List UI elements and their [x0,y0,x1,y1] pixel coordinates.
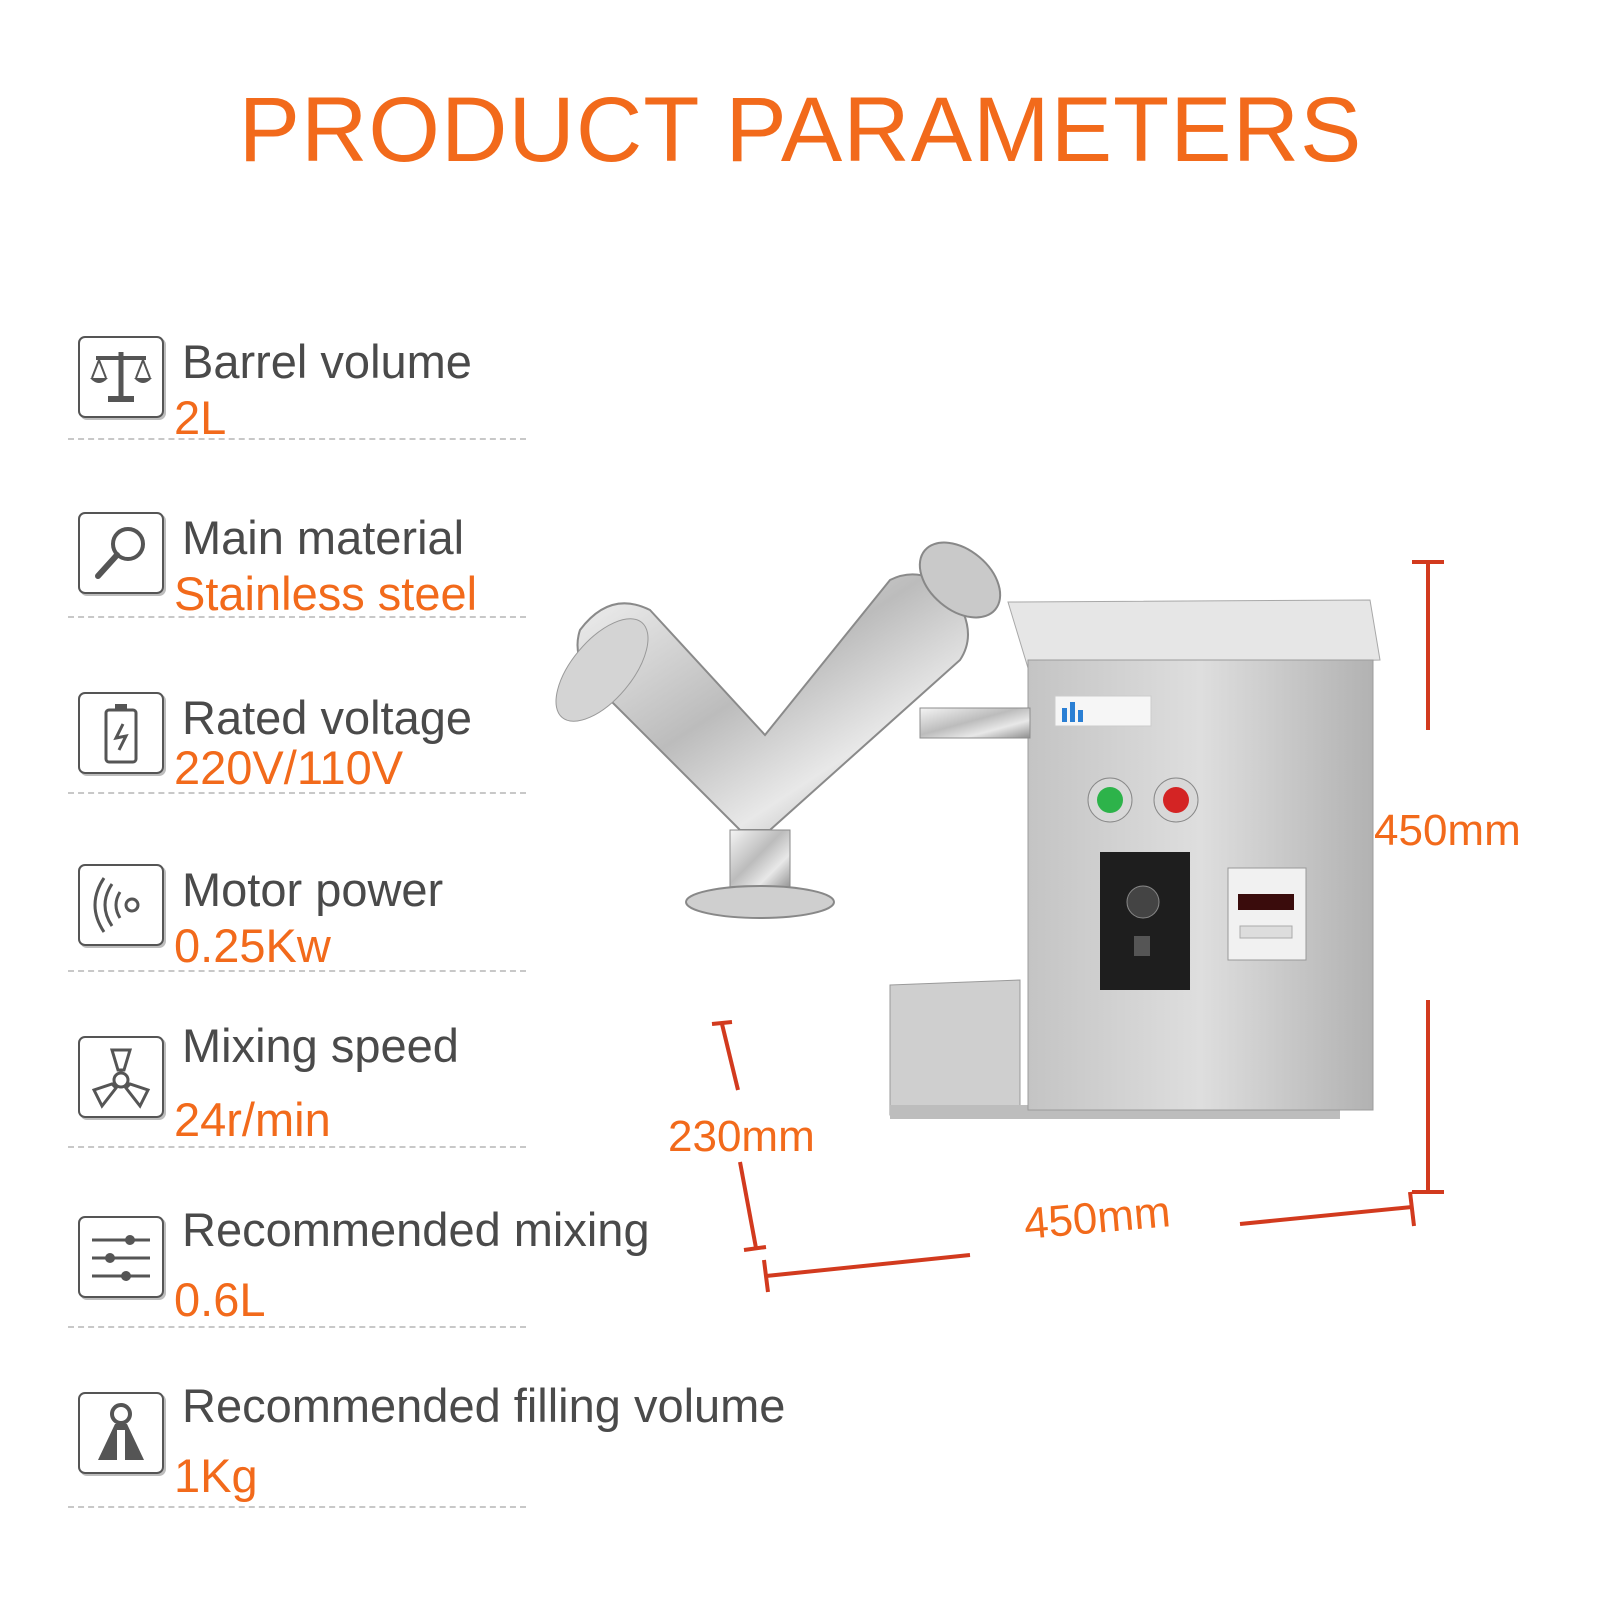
param-rated-voltage: Rated voltage 220V/110V [64,690,534,800]
param-label: Barrel volume [182,335,472,388]
divider [68,1326,526,1328]
divider [68,1506,526,1508]
param-value: 24r/min [174,1093,331,1146]
divider [68,970,526,972]
param-recommended-mixing: Recommended mixing 0.6L [64,1202,650,1334]
divider [68,792,526,794]
param-motor-power: Motor power 0.25Kw [64,862,534,974]
param-value: 0.6L [174,1273,266,1326]
magnifier-icon [78,512,164,594]
param-label: Motor power [182,863,444,916]
divider [68,616,526,618]
param-main-material: Main material Stainless steel [64,510,534,622]
divider [68,1146,526,1148]
param-value: Stainless steel [174,567,478,620]
param-recommended-filling-volume: Recommended filling volume 1Kg [64,1378,785,1514]
param-label: Recommended filling volume [182,1379,786,1432]
param-value: 2L [174,391,227,444]
param-value: 220V/110V [174,741,404,794]
depth-dimension-label: 230mm [668,1112,815,1161]
param-value: 1Kg [174,1449,258,1502]
param-value: 0.25Kw [174,919,331,972]
divider [68,438,526,440]
signal-icon [78,864,164,946]
page-title: PRODUCT PARAMETERS [238,79,1363,181]
param-label: Rated voltage [182,691,473,744]
fan-icon [78,1036,164,1118]
v-mixer-machine-image [555,541,1381,1119]
param-barrel-volume: Barrel volume 2L [64,334,534,444]
person-icon [78,1392,164,1474]
param-mixing-speed: Mixing speed 24r/min [64,1018,534,1150]
param-label: Main material [182,511,465,564]
param-label: Mixing speed [182,1019,459,1072]
battery-icon [78,692,164,774]
height-dimension-label: 450mm [1374,806,1521,855]
param-label: Recommended mixing [182,1203,650,1256]
sliders-icon [78,1216,164,1298]
scale-icon [78,336,164,418]
